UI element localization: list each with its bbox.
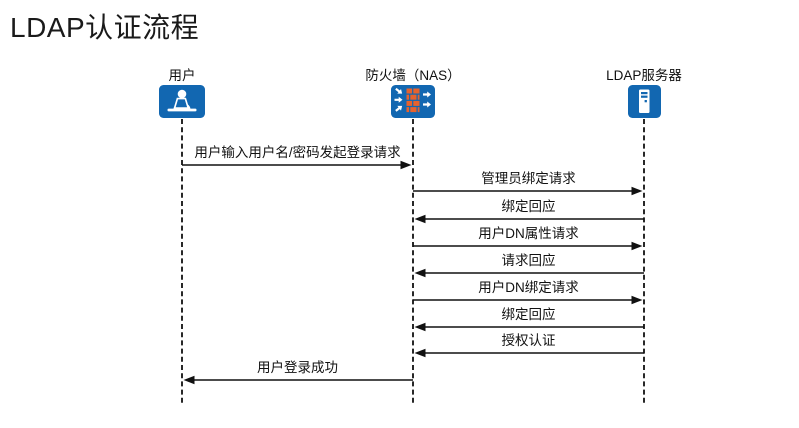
- message-label: 用户DN绑定请求: [478, 280, 579, 295]
- message-arrowhead: [414, 348, 426, 358]
- message-label: 绑定回应: [501, 199, 556, 214]
- message-arrowhead: [183, 375, 195, 385]
- actor-label-firewall: 防火墙（NAS）: [365, 68, 461, 83]
- message-arrowhead: [631, 241, 643, 251]
- actor-label-ldap: LDAP服务器: [606, 68, 682, 83]
- message-arrowhead: [400, 160, 412, 170]
- server-icon: [627, 85, 661, 123]
- message-label: 请求回应: [501, 253, 556, 268]
- actor-label-user: 用户: [168, 68, 196, 83]
- message-label: 用户登录成功: [257, 360, 338, 375]
- message-label: 用户输入用户名/密码发起登录请求: [194, 145, 401, 160]
- message-arrowhead: [414, 322, 426, 332]
- firewall-icon: [391, 85, 435, 123]
- message-arrowhead: [414, 214, 426, 224]
- message-label: 授权认证: [501, 333, 556, 348]
- user-laptop-icon: [159, 85, 205, 123]
- message-arrowhead: [414, 268, 426, 278]
- page-title: LDAP认证流程: [10, 12, 200, 43]
- message-arrowhead: [631, 295, 643, 305]
- message-label: 绑定回应: [501, 307, 556, 322]
- message-label: 管理员绑定请求: [481, 171, 576, 186]
- message-arrowhead: [631, 186, 643, 196]
- message-label: 用户DN属性请求: [478, 226, 579, 241]
